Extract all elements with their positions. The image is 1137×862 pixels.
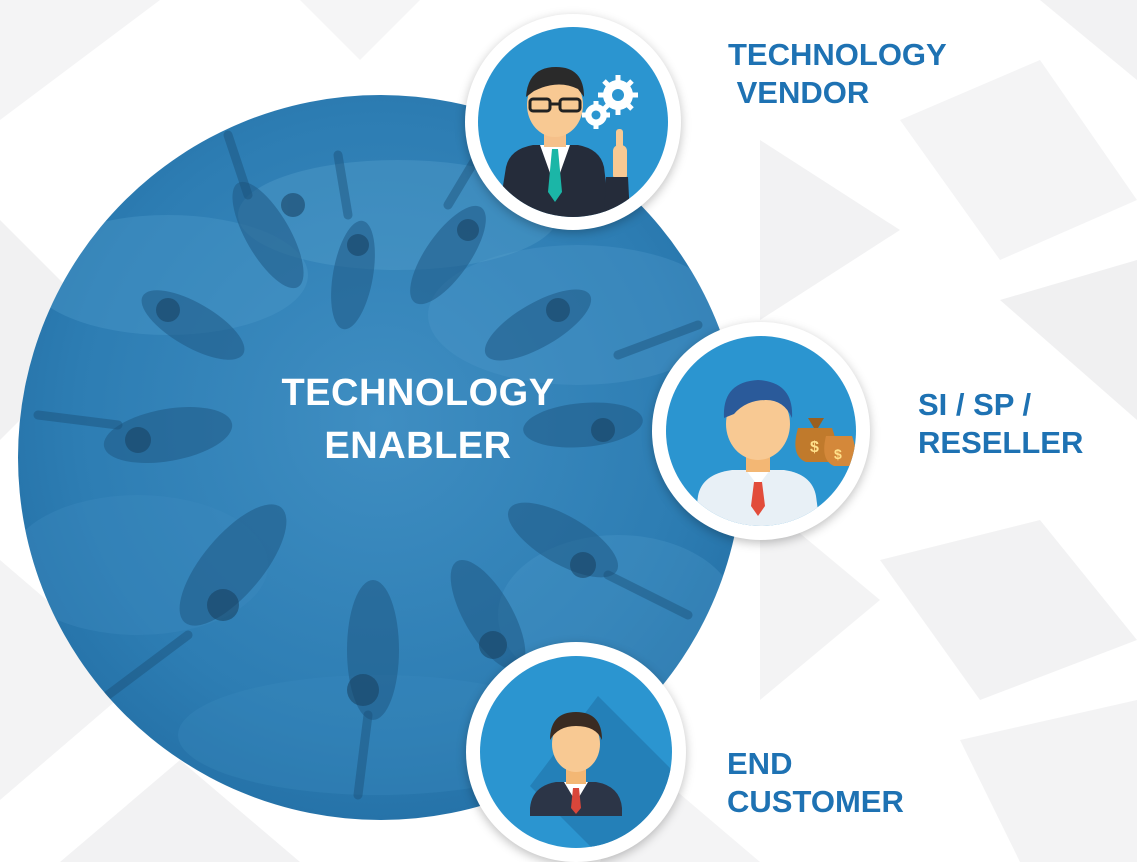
label-end-customer-line2: CUSTOMER	[727, 784, 904, 819]
man-with-money-bags-icon: $ $	[666, 336, 856, 526]
businessman-with-gears-icon	[478, 27, 668, 217]
center-label: TECHNOLOGY ENABLER	[238, 367, 598, 473]
label-si-sp-reseller-line1: SI / SP /	[918, 387, 1032, 422]
label-si-sp-reseller: SI / SP / RESELLER	[918, 386, 1083, 462]
center-label-line1: TECHNOLOGY	[281, 372, 555, 414]
label-end-customer: END CUSTOMER	[727, 745, 904, 821]
svg-text:$: $	[834, 446, 842, 462]
label-technology-vendor: TECHNOLOGY VENDOR	[728, 36, 947, 112]
node-technology-vendor	[465, 14, 681, 230]
label-technology-vendor-line2: VENDOR	[728, 75, 870, 110]
node-end-customer	[466, 642, 686, 862]
center-label-line2: ENABLER	[324, 425, 512, 467]
label-end-customer-line1: END	[727, 746, 793, 781]
label-technology-vendor-line1: TECHNOLOGY	[728, 37, 947, 72]
label-si-sp-reseller-line2: RESELLER	[918, 425, 1084, 460]
svg-text:$: $	[810, 439, 819, 456]
businessman-avatar-icon	[480, 656, 672, 848]
node-si-sp-reseller: $ $	[652, 322, 870, 540]
